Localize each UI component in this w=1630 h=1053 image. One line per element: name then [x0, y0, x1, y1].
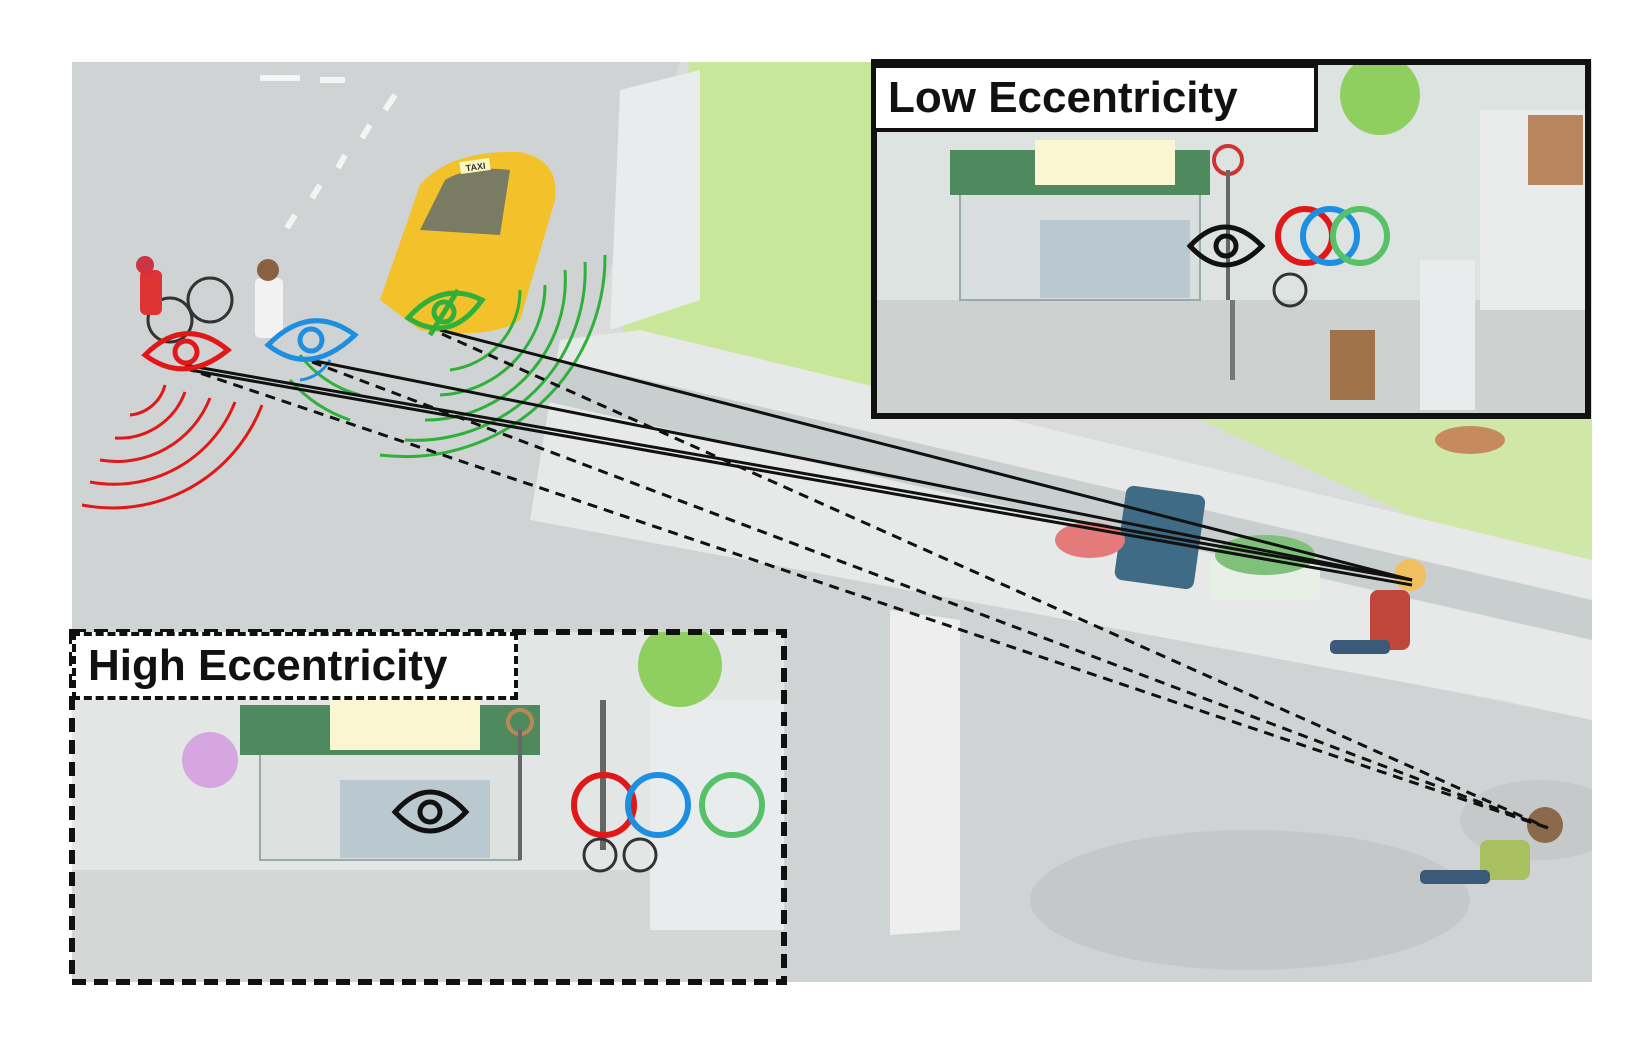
- high-eccentricity-title: High Eccentricity: [72, 632, 518, 700]
- high-blue-cue-circle: [625, 772, 691, 838]
- high-red-cue-circle: [571, 772, 637, 838]
- high-eccentricity-title-text: High Eccentricity: [88, 641, 448, 690]
- taxi-car: TAXI: [380, 151, 556, 334]
- low-eccentricity-title-text: Low Eccentricity: [888, 73, 1238, 122]
- gaze-lines-solid: [184, 328, 1413, 587]
- low-eccentricity-title: Low Eccentricity: [872, 64, 1318, 132]
- observer-far: [1420, 807, 1563, 884]
- gaze-lines-dashed: [184, 332, 1549, 830]
- red-sound-waves: [81, 384, 264, 510]
- low-center-eye-icon: [1186, 224, 1266, 268]
- blue-source-eye-icon: [264, 318, 359, 362]
- blue-trash-bin: [1114, 485, 1206, 590]
- high-center-eye-icon: [391, 789, 470, 834]
- low-blue-cue-circle: [1300, 206, 1360, 266]
- pedestrian-businessman: [255, 259, 283, 338]
- high-green-cue-circle: [699, 772, 765, 838]
- low-green-cue-circle: [1330, 206, 1390, 266]
- taxi-sign-label: TAXI: [465, 161, 486, 174]
- green-source-eye-icon: [404, 288, 486, 337]
- cyclist-figure: [136, 256, 234, 344]
- red-source-eye-icon: [141, 331, 232, 372]
